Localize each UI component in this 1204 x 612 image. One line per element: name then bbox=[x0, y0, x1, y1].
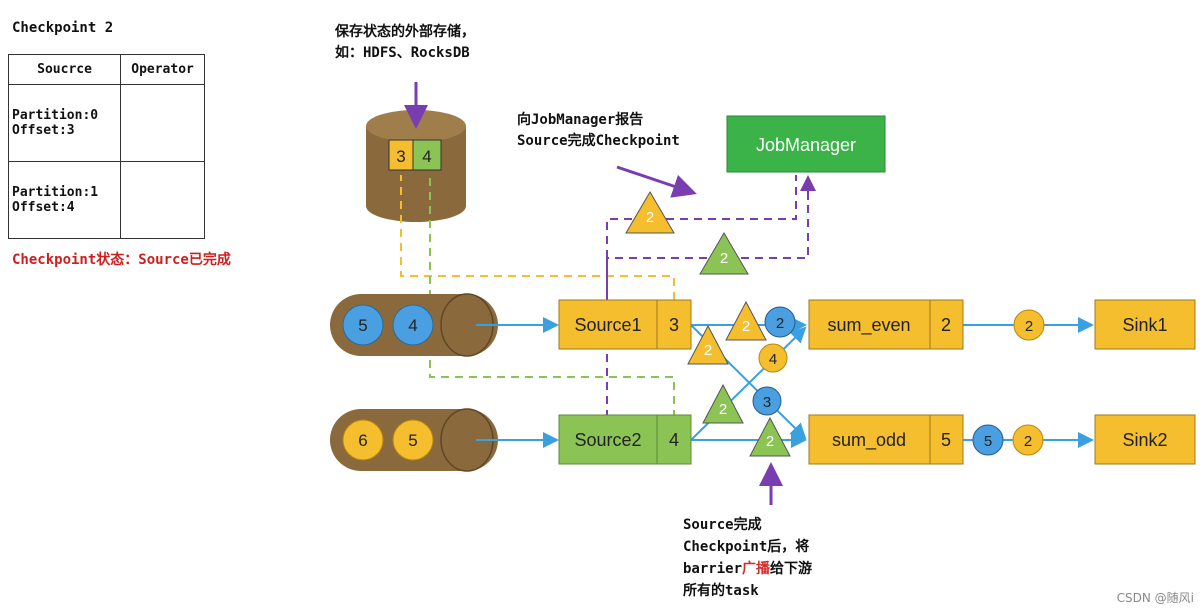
column-header-source: Soucrce bbox=[7, 54, 122, 85]
storage-value: 3 bbox=[396, 147, 405, 166]
storage-note-line: 如：HDFS、RocksDB bbox=[335, 45, 470, 61]
sink-label: Sink1 bbox=[1122, 315, 1167, 335]
operator-state: 5 bbox=[941, 430, 951, 450]
jobmanager-box bbox=[726, 115, 886, 173]
record-circle bbox=[972, 424, 1004, 456]
offset-label: Offset:4 bbox=[12, 200, 75, 215]
barrier-label: 2 bbox=[646, 209, 654, 226]
source-offset: 4 bbox=[669, 430, 679, 450]
column-header-operator: Operator bbox=[120, 54, 205, 85]
record-circle bbox=[392, 419, 434, 461]
purple-dashed-line bbox=[606, 175, 797, 300]
state-snapshot-lines bbox=[400, 175, 809, 418]
table-cell-operator bbox=[120, 161, 205, 239]
broadcast-highlight: 广播 bbox=[742, 561, 771, 577]
partition-label: Partition:1 bbox=[12, 185, 99, 200]
jobmanager-label: JobManager bbox=[756, 135, 856, 155]
operator-name: sum_odd bbox=[832, 430, 906, 451]
offset-label: Offset:3 bbox=[12, 123, 75, 138]
checkpoint-status: Checkpoint状态：Source已完成 bbox=[12, 252, 231, 268]
barrier-triangle bbox=[749, 416, 791, 457]
table-row: Partition:1 Offset:4 bbox=[7, 161, 205, 239]
record-value: 2 bbox=[776, 315, 784, 332]
record-value: 5 bbox=[358, 316, 367, 335]
broadcast-note-line: Source完成 bbox=[683, 517, 762, 533]
table-row: Partition:0 Offset:3 bbox=[7, 84, 205, 162]
barrier-label: 2 bbox=[704, 342, 712, 359]
record-value: 4 bbox=[769, 351, 777, 368]
source1-task: Source1 3 bbox=[558, 299, 692, 350]
broadcast-note-line: Checkpoint后，将 bbox=[683, 539, 810, 555]
source-name: Source1 bbox=[574, 315, 641, 335]
report-pointer-arrow bbox=[616, 165, 697, 198]
broadcast-text: barrier bbox=[683, 561, 743, 577]
barrier-label: 2 bbox=[719, 401, 727, 418]
record-value: 5 bbox=[408, 431, 417, 450]
source-offset: 3 bbox=[669, 315, 679, 335]
record-circle bbox=[758, 343, 788, 373]
broadcast-note-line: barrier广播给下游 bbox=[683, 558, 812, 580]
green-dashed-line bbox=[429, 175, 675, 418]
operator-state: 2 bbox=[941, 315, 951, 335]
broadcast-text: 给下游 bbox=[770, 561, 813, 577]
record-circle bbox=[764, 306, 796, 338]
barrier-label: 2 bbox=[766, 433, 774, 450]
record-circle bbox=[1013, 309, 1045, 341]
storage-cell-offset-0 bbox=[388, 139, 414, 171]
barrier-label: 2 bbox=[742, 318, 750, 335]
record-value: 2 bbox=[1024, 433, 1032, 450]
table-cell-source: Partition:0 Offset:3 bbox=[7, 84, 122, 162]
record-circle bbox=[752, 386, 782, 416]
record-value: 4 bbox=[408, 316, 417, 335]
barrier-triangle bbox=[699, 232, 749, 275]
barrier-label: 2 bbox=[720, 250, 728, 267]
input-partition-top: 5 4 bbox=[330, 293, 498, 357]
watermark: CSDN @随风i bbox=[1116, 591, 1194, 605]
broadcast-note: Source完成 Checkpoint后，将 barrier广播给下游 所有的t… bbox=[683, 514, 812, 602]
purple-dashed-line bbox=[606, 175, 809, 418]
source-name: Source2 bbox=[574, 430, 641, 450]
sink1-box bbox=[1094, 299, 1196, 350]
table-cell-operator bbox=[120, 84, 205, 162]
record-value: 2 bbox=[1025, 318, 1033, 335]
barrier-triangle bbox=[687, 324, 729, 365]
storage-cell-offset-1 bbox=[412, 139, 442, 171]
table-cell-source: Partition:1 Offset:4 bbox=[7, 161, 122, 239]
checkpoint-table: Soucrce Operator Partition:0 Offset:3 Pa… bbox=[7, 54, 205, 239]
record-circle bbox=[1012, 424, 1044, 456]
partition-label: Partition:0 bbox=[12, 108, 99, 123]
record-value: 6 bbox=[358, 431, 367, 450]
input-partition-bottom: 6 5 bbox=[330, 408, 498, 472]
sum-odd-task: sum_odd 5 bbox=[808, 414, 964, 465]
storage-note: 保存状态的外部存储， 如：HDFS、RocksDB bbox=[335, 22, 475, 64]
sum-even-task: sum_even 2 bbox=[808, 299, 964, 350]
operator-name: sum_even bbox=[827, 315, 910, 336]
broadcast-note-line: 所有的task bbox=[683, 583, 759, 599]
yellow-dashed-line bbox=[400, 175, 675, 300]
report-note-line: Source完成Checkpoint bbox=[517, 133, 680, 149]
barrier-triangle bbox=[625, 191, 675, 234]
storage-note-line: 保存状态的外部存储， bbox=[335, 24, 475, 40]
source2-task: Source2 4 bbox=[558, 414, 692, 465]
storage-value: 4 bbox=[422, 147, 431, 166]
record-circle bbox=[342, 304, 384, 346]
record-circle bbox=[392, 304, 434, 346]
record-value: 5 bbox=[984, 433, 992, 450]
state-storage-cylinder: 3 4 bbox=[366, 110, 466, 222]
record-value: 3 bbox=[763, 394, 771, 411]
checkpoint-title: Checkpoint 2 bbox=[12, 20, 114, 36]
sink2-box bbox=[1094, 414, 1196, 465]
report-note-line: 向JobManager报告 bbox=[517, 112, 644, 128]
barrier-triangle bbox=[702, 383, 744, 424]
record-circle bbox=[342, 419, 384, 461]
barrier-triangle bbox=[725, 300, 767, 341]
sink-label: Sink2 bbox=[1122, 430, 1167, 450]
report-note: 向JobManager报告 Source完成Checkpoint bbox=[517, 110, 680, 152]
